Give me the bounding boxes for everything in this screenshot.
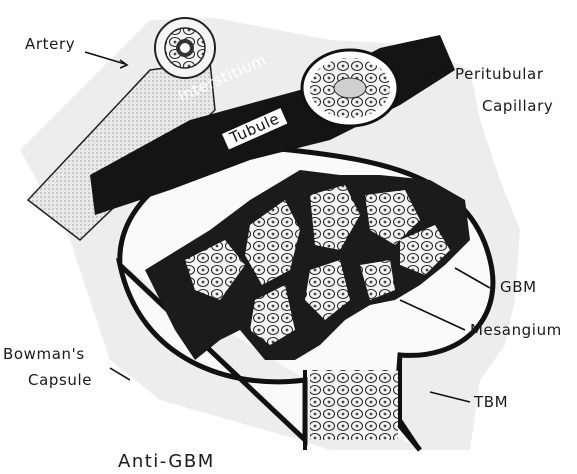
label-gbm: GBM bbox=[500, 279, 537, 296]
label-bowmans: Bowman's bbox=[3, 346, 85, 363]
label-mesangium: Mesangium bbox=[470, 322, 562, 339]
figure-caption: Anti-GBM bbox=[118, 452, 215, 473]
label-capillary: Capillary bbox=[482, 98, 553, 115]
label-peritubular: Peritubular bbox=[455, 66, 544, 83]
label-capsule: Capsule bbox=[28, 372, 92, 389]
tubule-cross-section bbox=[302, 50, 398, 126]
label-tbm: TBM bbox=[474, 394, 508, 411]
label-artery: Artery bbox=[25, 36, 75, 53]
